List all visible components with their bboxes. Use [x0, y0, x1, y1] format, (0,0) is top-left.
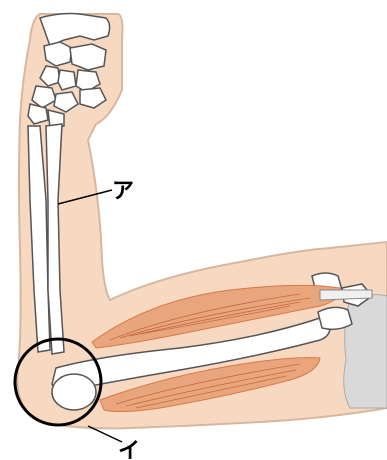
biceps-tendon — [320, 290, 372, 300]
label-i: イ — [118, 439, 140, 460]
label-a: ア — [112, 179, 134, 204]
shoulder-blade — [344, 295, 387, 408]
elbow-joint — [52, 374, 96, 410]
